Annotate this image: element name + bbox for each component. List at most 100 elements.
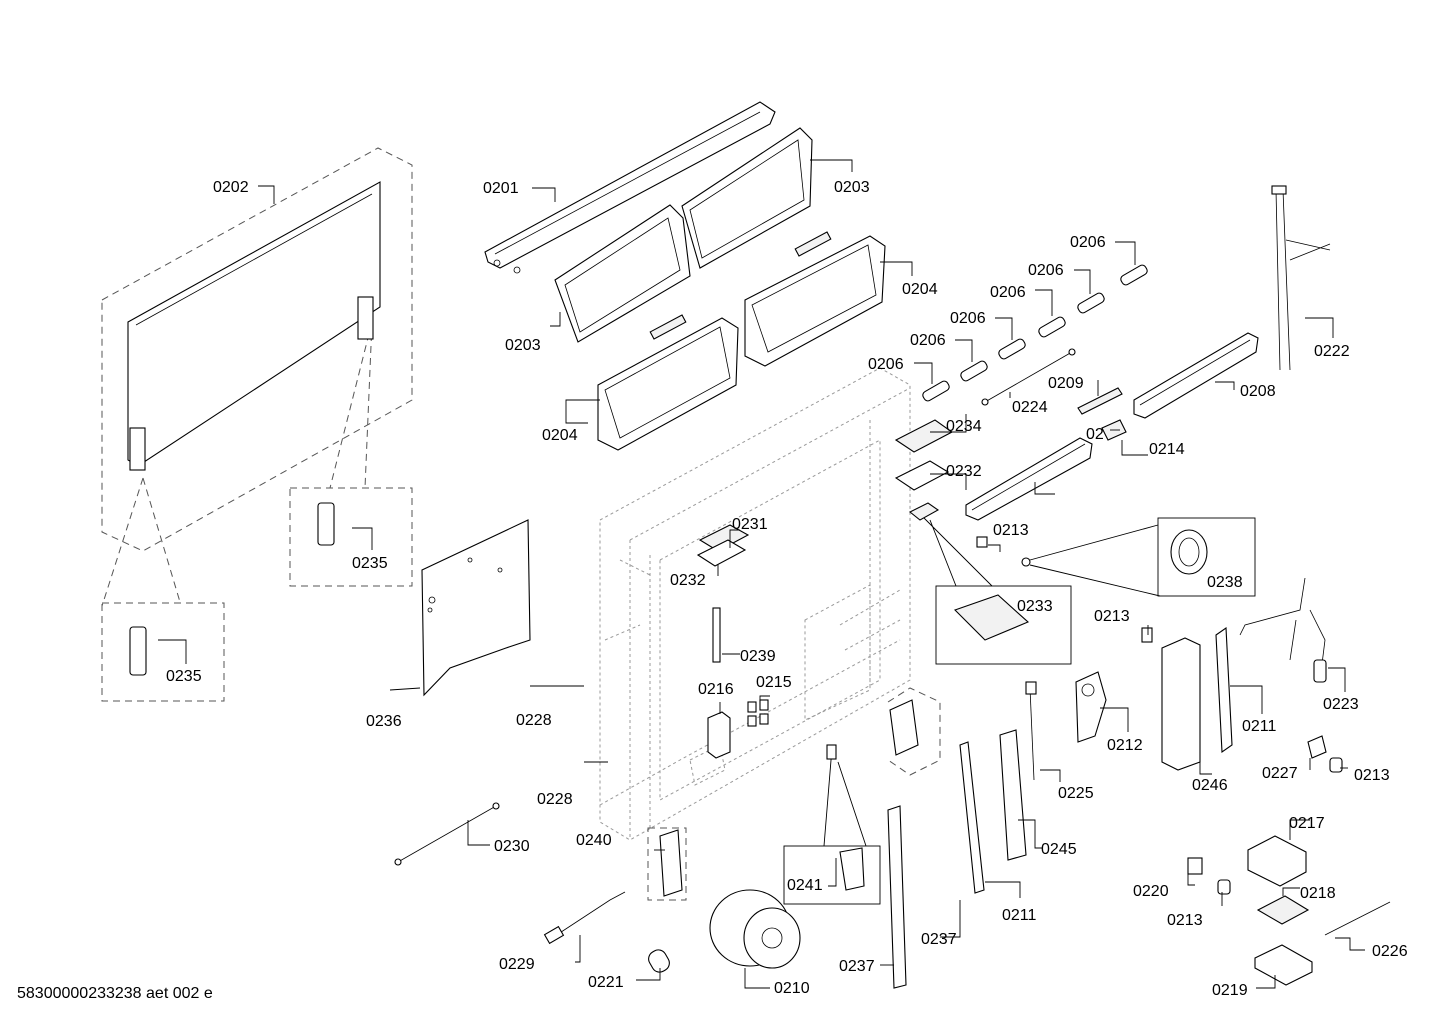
label-0228-lower: 0228 bbox=[537, 791, 573, 808]
profile-0211-right bbox=[1215, 626, 1233, 754]
label-0213-b: 0213 bbox=[1094, 608, 1130, 625]
tray-0204-left bbox=[597, 314, 739, 451]
label-0206-4: 0206 bbox=[950, 310, 986, 327]
clip-box-0235-upper bbox=[289, 487, 413, 587]
leader-lines bbox=[158, 159, 1365, 989]
label-0203-left: 0203 bbox=[505, 337, 541, 354]
label-0231: 0231 bbox=[732, 516, 768, 533]
part-0213-d bbox=[1217, 879, 1231, 895]
clip-box-0235-lower bbox=[101, 602, 225, 702]
label-0246: 0246 bbox=[1192, 777, 1228, 794]
panel-clip-left bbox=[129, 427, 146, 471]
label-0213-a: 0213 bbox=[993, 522, 1029, 539]
lightbar-0208 bbox=[1133, 332, 1259, 419]
label-0236: 0236 bbox=[366, 713, 402, 730]
board-0236 bbox=[421, 519, 531, 697]
front-panel-0202 bbox=[127, 181, 381, 467]
panel-group-0202 bbox=[101, 147, 413, 607]
harness-0223 bbox=[1239, 577, 1327, 683]
label-0201: 0201 bbox=[483, 180, 519, 197]
box-0238 bbox=[1021, 517, 1256, 597]
label-0238: 0238 bbox=[1207, 574, 1243, 591]
top-cover-0201 bbox=[484, 101, 776, 274]
label-0211-right: 0211 bbox=[1242, 718, 1277, 735]
label-0224: 0224 bbox=[1012, 399, 1048, 416]
label-0211-lower: 0211 bbox=[1002, 907, 1037, 924]
box-0241 bbox=[783, 744, 881, 905]
label-0228-upper: 0228 bbox=[516, 712, 552, 729]
hinge-0240 bbox=[647, 827, 687, 901]
label-0212: 0212 bbox=[1107, 737, 1143, 754]
label-0213-c: 0213 bbox=[1354, 767, 1390, 784]
clip-0220 bbox=[1187, 857, 1203, 875]
sensor-0229 bbox=[543, 891, 626, 945]
clip-0235-lower bbox=[129, 626, 147, 676]
strip-0239 bbox=[712, 607, 721, 663]
label-0206-6: 0206 bbox=[868, 356, 904, 373]
label-0206-1: 0206 bbox=[1070, 234, 1106, 251]
label-0210: 0210 bbox=[774, 980, 810, 997]
label-0219: 0219 bbox=[1212, 982, 1248, 999]
label-0218: 0218 bbox=[1300, 885, 1336, 902]
harness-0222 bbox=[1271, 185, 1331, 371]
label-0232-right: 0232 bbox=[946, 463, 982, 480]
label-0235-upper: 0235 bbox=[352, 555, 388, 572]
tray-0219 bbox=[1254, 944, 1313, 986]
label-0225: 0225 bbox=[1058, 785, 1094, 802]
label-0217: 0217 bbox=[1289, 815, 1325, 832]
bracket-0227 bbox=[1307, 735, 1327, 759]
label-0213-d: 0213 bbox=[1167, 912, 1203, 929]
label-0237-right: 0237 bbox=[921, 931, 957, 948]
board-0232-right bbox=[894, 460, 950, 491]
label-0202: 0202 bbox=[213, 179, 249, 196]
cable-0225 bbox=[1025, 681, 1037, 781]
filter-0203-left bbox=[554, 204, 691, 343]
part-0209 bbox=[1077, 387, 1123, 415]
label-0221: 0221 bbox=[588, 974, 624, 991]
module-0216 bbox=[707, 711, 731, 759]
label-0239: 0239 bbox=[740, 648, 776, 665]
label-0234: 0234 bbox=[946, 418, 982, 435]
connectors-0215 bbox=[747, 699, 769, 727]
part-0213-c bbox=[1329, 757, 1343, 773]
rod-0226 bbox=[1324, 901, 1391, 936]
label-0208: 0208 bbox=[1240, 383, 1276, 400]
label-0204-right: 0204 bbox=[902, 281, 938, 298]
rail-0237 bbox=[887, 805, 907, 989]
label-0229: 0229 bbox=[499, 956, 535, 973]
label-0235-lower: 0235 bbox=[166, 668, 202, 685]
label-0241: 0241 bbox=[787, 877, 823, 894]
profile-0246 bbox=[1161, 637, 1201, 771]
label-0223: 0223 bbox=[1323, 696, 1359, 713]
module-0217 bbox=[1247, 835, 1307, 887]
rail-0211-lower bbox=[959, 741, 985, 894]
label-0222: 0222 bbox=[1314, 343, 1350, 360]
label-0227: 0227 bbox=[1262, 765, 1298, 782]
label-0206-5: 0206 bbox=[910, 332, 946, 349]
motor-0212 bbox=[1075, 671, 1107, 743]
board-0233-small bbox=[908, 502, 940, 521]
tray-0204-right bbox=[744, 231, 886, 367]
panel-clip-right bbox=[357, 296, 374, 340]
label-0204-left: 0204 bbox=[542, 427, 578, 444]
clip-0235-upper bbox=[317, 502, 335, 546]
label-0232-left: 0232 bbox=[670, 572, 706, 589]
cable-0230 bbox=[394, 802, 500, 866]
board-0232-left bbox=[696, 539, 747, 567]
lightbar-0207 bbox=[965, 437, 1093, 521]
document-id-footer: 58300000233238 aet 002 e bbox=[17, 985, 213, 1002]
label-0220: 0220 bbox=[1133, 883, 1169, 900]
fan-0210 bbox=[709, 889, 801, 969]
label-0215: 0215 bbox=[756, 674, 792, 691]
label-0230: 0230 bbox=[494, 838, 530, 855]
part-0213-a bbox=[976, 536, 988, 548]
rod-0224 bbox=[981, 348, 1076, 406]
label-0203-right: 0203 bbox=[834, 179, 870, 196]
capacitor-0221 bbox=[648, 949, 670, 973]
label-0206-3: 0206 bbox=[990, 284, 1026, 301]
label-0240: 0240 bbox=[576, 832, 612, 849]
pins-0206 bbox=[922, 264, 1148, 402]
rail-0245 bbox=[999, 729, 1027, 861]
